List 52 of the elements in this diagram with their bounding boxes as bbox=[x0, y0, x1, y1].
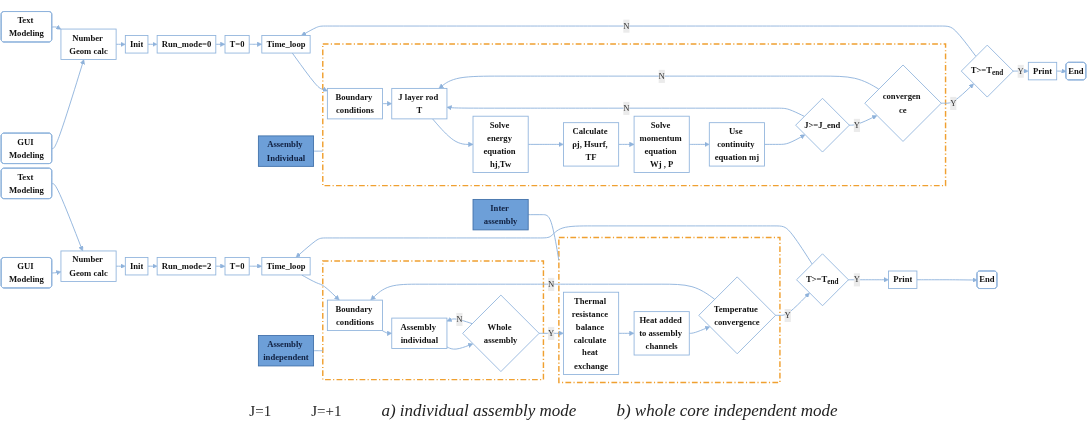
node-box: Assembly independent bbox=[257, 335, 314, 367]
edge-label: N bbox=[456, 314, 463, 324]
node-box: T=0 bbox=[224, 35, 250, 54]
edge-label: Y bbox=[1017, 66, 1024, 76]
edge-label: Y bbox=[784, 310, 791, 320]
node-box: Boundary conditions bbox=[326, 87, 383, 120]
node-box: Run_mode=0 bbox=[156, 35, 217, 54]
node-diamond: J>=J_end bbox=[795, 97, 850, 153]
node-diamond: T>=T$_{end}$ bbox=[796, 253, 849, 307]
loop-label: J=1 bbox=[249, 402, 272, 420]
edge-label: N bbox=[623, 103, 630, 113]
node-box: Calculate ρj, Hsurf, TF bbox=[563, 122, 620, 167]
node-box: Init bbox=[124, 257, 149, 276]
edge-label: N bbox=[623, 21, 630, 31]
node-box: Init bbox=[124, 35, 149, 54]
edge-label: Y bbox=[950, 98, 957, 108]
node-box: Solve momentum equation Wj , P bbox=[633, 115, 690, 173]
edge-label: Y bbox=[853, 275, 860, 285]
node-box: Heat added to assembly channels bbox=[633, 311, 690, 356]
edge-label: Y bbox=[548, 328, 555, 338]
node-box: Print bbox=[1027, 61, 1058, 81]
node-diamond: Whole assembly bbox=[462, 294, 540, 372]
cluster bbox=[558, 236, 781, 384]
cluster bbox=[322, 43, 947, 187]
node-box: Assembly Individual bbox=[257, 135, 314, 167]
node-box: Solve energy equation hj,Tw bbox=[472, 115, 529, 173]
caption: b) whole core independent mode bbox=[616, 401, 838, 421]
node-box: Run_mode=2 bbox=[156, 257, 217, 276]
node-diamond: Temperatue convergence bbox=[698, 276, 777, 355]
node-diamond: convergen ce bbox=[864, 64, 942, 142]
node-box: Time_loop bbox=[261, 257, 311, 276]
edge-label: Y bbox=[853, 120, 860, 130]
node-box: Boundary conditions bbox=[326, 299, 383, 331]
node-box: Time_loop bbox=[261, 35, 311, 54]
node-box: Number Geom calc bbox=[60, 28, 117, 60]
node-diamond: T>=T$_{end}$ bbox=[960, 44, 1014, 98]
node-box: Inter assembly bbox=[472, 199, 529, 231]
cluster bbox=[322, 260, 545, 381]
node-box: Assembly individual bbox=[391, 317, 448, 349]
edge-label: N bbox=[548, 279, 555, 289]
caption: a) individual assembly mode bbox=[381, 401, 577, 421]
node-box: T=0 bbox=[224, 257, 250, 276]
connector bbox=[313, 350, 324, 352]
connector bbox=[313, 150, 324, 152]
node-box: J layer rod T bbox=[391, 87, 448, 120]
node-box: Number Geom calc bbox=[60, 250, 117, 282]
connector bbox=[527, 214, 560, 261]
loop-label: J=+1 bbox=[311, 402, 342, 420]
node-box: Use continuity equation mj bbox=[708, 122, 765, 167]
node-box: Thermal resistance balance calculate heat exchange bbox=[563, 291, 620, 375]
node-box: Print bbox=[888, 270, 918, 289]
edge-label: N bbox=[658, 71, 665, 81]
